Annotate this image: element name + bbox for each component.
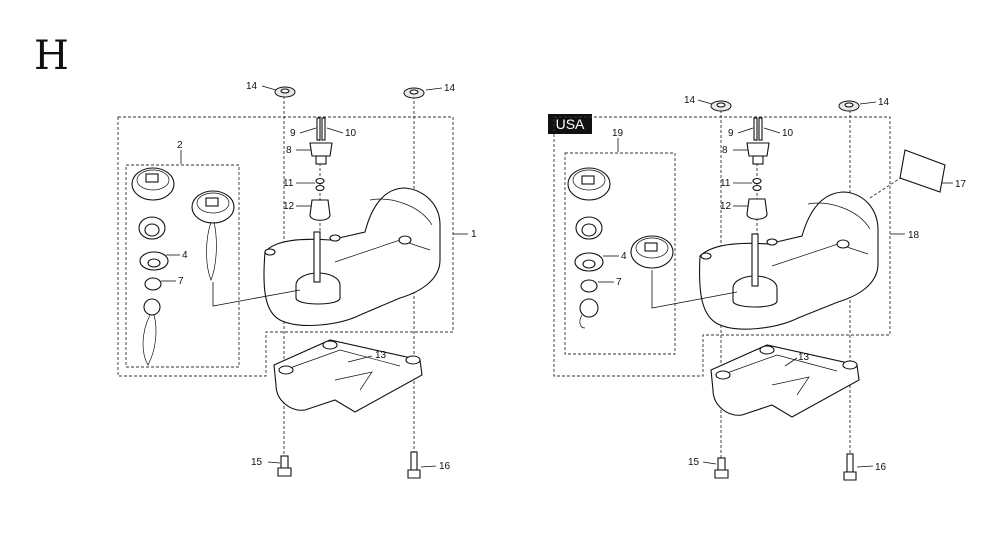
- vent-valve-part: [746, 142, 770, 157]
- callout-label: 10: [782, 128, 794, 139]
- callout-label: 14: [444, 83, 456, 94]
- callout-label: 13: [375, 350, 387, 361]
- callout-label: 14: [684, 95, 696, 106]
- cap-part: [131, 167, 175, 201]
- callout-label: 1: [471, 229, 477, 240]
- o-ring-part: [315, 177, 325, 185]
- tank-bracket-part: [273, 339, 423, 413]
- bolt-part: [280, 455, 289, 469]
- right-assembly: 14 14 19 9 10 8 11 12 17 18 4 7 13 15 16: [553, 95, 967, 481]
- fuel-filter-part: [746, 198, 768, 220]
- bolt-part: [410, 451, 418, 471]
- fuel-filter-part: [309, 199, 331, 221]
- callout-label: 2: [177, 140, 183, 151]
- callout-label: 14: [246, 81, 258, 92]
- usa-badge: USA: [548, 114, 592, 134]
- callout-label: 12: [720, 201, 732, 212]
- callout-label: 15: [251, 457, 263, 468]
- bolt-part: [717, 457, 726, 471]
- callout-label: 17: [955, 179, 967, 190]
- callout-label: 4: [182, 250, 188, 261]
- callout-label: 8: [286, 145, 292, 156]
- callout-label: 7: [178, 276, 184, 287]
- tank-bracket-part: [710, 344, 860, 418]
- callout-label: 16: [875, 462, 887, 473]
- callout-label: 7: [616, 277, 622, 288]
- label-plate-part: [899, 149, 946, 193]
- vent-valve-part: [309, 142, 333, 157]
- callout-label: 19: [612, 128, 624, 139]
- callout-label: 9: [728, 128, 734, 139]
- callout-label: 9: [290, 128, 296, 139]
- left-assembly: 14 14 2 9 10 8 11 12 1 4 7 13 15 16: [117, 81, 477, 479]
- callout-label: 15: [688, 457, 700, 468]
- callout-label: 8: [722, 145, 728, 156]
- callout-label: 11: [283, 178, 294, 189]
- callout-label: 18: [908, 230, 920, 241]
- callout-label: 4: [621, 251, 627, 262]
- callout-label: 13: [798, 352, 810, 363]
- bolt-part: [846, 453, 854, 473]
- section-letter: H: [34, 33, 69, 79]
- callout-label: 11: [720, 178, 731, 189]
- callout-label: 14: [878, 97, 890, 108]
- o-ring-part: [752, 177, 762, 185]
- callout-label: 12: [283, 201, 295, 212]
- callout-label: 16: [439, 461, 451, 472]
- callout-label: 10: [345, 128, 357, 139]
